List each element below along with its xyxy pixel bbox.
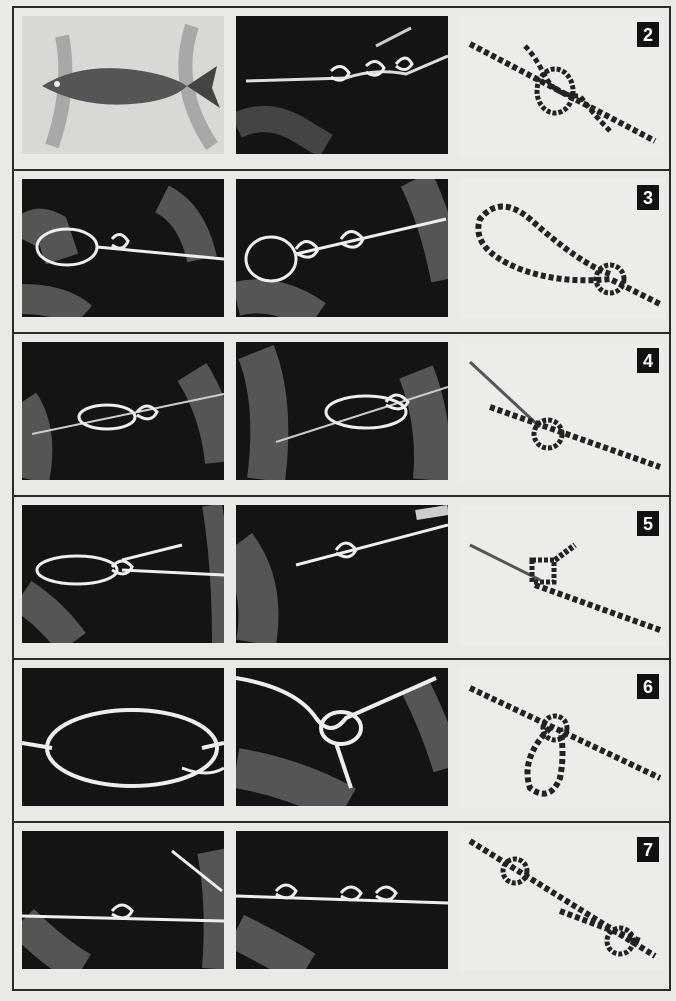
step-number: 3 <box>637 185 659 210</box>
knot-photo <box>22 668 224 806</box>
rope-knot-illustration: 5 <box>460 505 665 645</box>
knot-photo <box>22 179 224 317</box>
step-row: 4 <box>14 332 669 490</box>
knot-photo <box>236 342 448 480</box>
step-number: 7 <box>637 837 659 862</box>
step-number: 2 <box>637 22 659 47</box>
knot-instructions-page: 2 <box>12 6 671 991</box>
step-number: 5 <box>637 511 659 536</box>
knot-photo <box>22 831 224 969</box>
knot-photo <box>236 16 448 154</box>
step-row: 5 <box>14 495 669 653</box>
knot-photo <box>236 831 448 969</box>
rope-loop-illustration: 3 <box>460 179 665 319</box>
step-row: 3 <box>14 169 669 327</box>
fish-drawing <box>22 16 224 154</box>
knot-photo <box>236 179 448 317</box>
step-row: 2 <box>14 6 669 164</box>
step-row: 7 <box>14 821 669 979</box>
rope-knot-illustration: 7 <box>460 831 665 971</box>
bottom-divider <box>14 989 669 991</box>
step-row: 6 <box>14 658 669 816</box>
step-number: 4 <box>637 348 659 373</box>
fish-photo <box>22 16 224 154</box>
rope-knot-illustration: 4 <box>460 342 665 482</box>
step-number: 6 <box>637 674 659 699</box>
rope-knot-illustration: 2 <box>460 16 665 156</box>
knot-photo <box>236 668 448 806</box>
knot-photo <box>236 505 448 643</box>
knot-photo <box>22 342 224 480</box>
knot-photo <box>22 505 224 643</box>
rope-loop-illustration: 6 <box>460 668 665 808</box>
